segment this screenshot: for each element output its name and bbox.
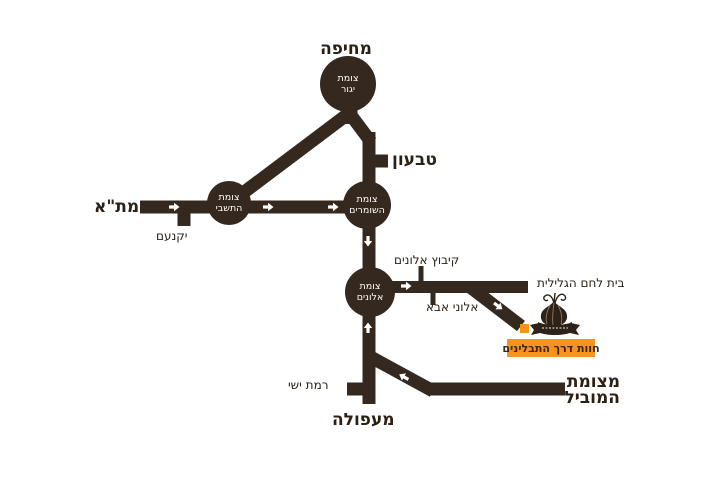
garlic-logo-icon xyxy=(530,292,580,335)
label-from-hamovil-line1: מצומת xyxy=(566,372,620,392)
road-farm-diagonal xyxy=(466,281,525,332)
arrow-down-icon xyxy=(363,236,373,247)
junction-label: השומרים xyxy=(349,205,385,216)
road-tishbi-yagur-diagonal xyxy=(223,105,356,211)
junction-label: צומת xyxy=(337,73,359,84)
direction-arrows xyxy=(169,202,503,381)
label-kibbutz-alonim: קיבוץ אלונים xyxy=(394,253,460,267)
arrow-right-icon xyxy=(401,281,412,291)
junction-label: אלונים xyxy=(356,292,384,303)
junction-hatishbi: צומת התשבי xyxy=(207,181,251,225)
label-from-afula: מעפולה xyxy=(332,410,395,430)
label-from-haifa: מחיפה xyxy=(320,39,372,59)
arrow-to-farm-icon xyxy=(493,301,503,310)
arrow-right-icon xyxy=(169,202,180,212)
label-yokneam: יקנעם xyxy=(156,229,188,243)
junction-label: התשבי xyxy=(215,203,243,214)
junction-hashomrim: צומת השומרים xyxy=(343,181,391,229)
farm-name-label: חוות דרך התבלינים xyxy=(502,339,600,357)
junction-yagur: צומת יגור xyxy=(320,56,376,112)
junction-label: יגור xyxy=(341,84,355,95)
garlic-bulb xyxy=(540,301,568,326)
junction-label: צומת xyxy=(218,192,240,203)
label-tivon: טבעון xyxy=(392,150,437,170)
label-ramat-yishai: רמת ישי xyxy=(288,378,329,392)
label-bethlehem-glilit: בית לחם הגלילית xyxy=(537,276,625,290)
road-hamovil-diagonal xyxy=(363,349,437,397)
junction-alonim: צומת אלונים xyxy=(345,267,395,317)
farm-location-marker xyxy=(520,324,529,333)
label-from-hamovil: מצומת המוביל xyxy=(564,372,620,408)
junction-label: צומת xyxy=(356,194,378,205)
label-from-hamovil-line2: המוביל xyxy=(564,388,620,408)
label-from-tel-aviv: מת"א xyxy=(94,197,140,217)
arrow-right-icon xyxy=(263,202,274,212)
junction-label: צומת xyxy=(359,281,381,292)
logo-ribbon xyxy=(530,322,580,335)
label-alonei-abba: אלוני אבא xyxy=(426,300,479,314)
arrow-up-left-icon xyxy=(399,373,410,381)
arrow-right-icon xyxy=(328,202,339,212)
arrow-up-icon xyxy=(363,322,373,333)
